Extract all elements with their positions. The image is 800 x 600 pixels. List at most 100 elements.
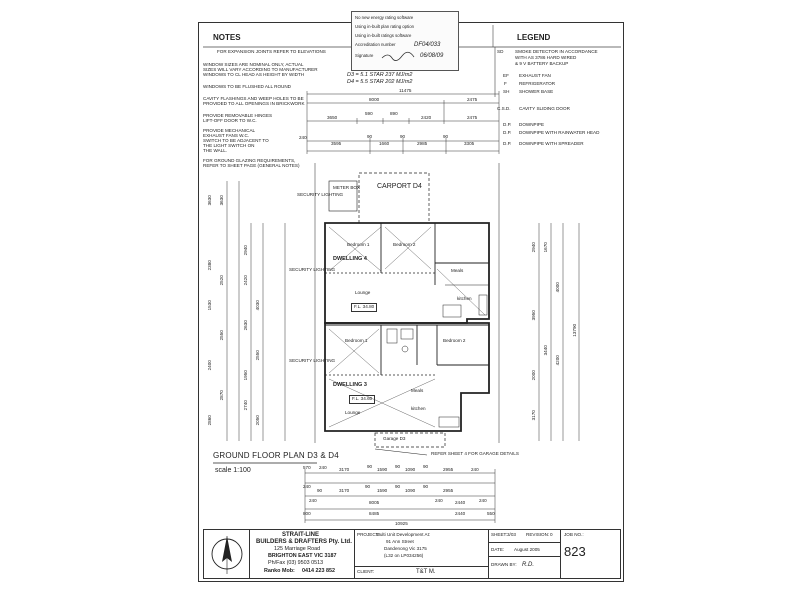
room-garage-d3: Garage D3 <box>383 436 406 441</box>
project-line-3: Dandenong Vic 3175 <box>384 546 427 551</box>
notes-mech-5: THE WALL. <box>203 148 228 153</box>
plan-title-underline <box>213 448 428 464</box>
dim-top-1660: 1660 <box>379 141 390 146</box>
revision-label: REVISION: <box>526 532 550 537</box>
date-value: August 2005 <box>514 547 540 552</box>
floor-level-d3: F.L. 34.60 <box>349 395 376 404</box>
dim-top-3595: 3595 <box>331 141 342 146</box>
notes-hinges-2: LIFT-OFF DOOR TO W.C. <box>203 118 257 123</box>
notes-mech-1: PROVIDE MECHANICAL <box>203 128 256 133</box>
tb-divider-2 <box>354 566 488 567</box>
company-name-2: BUILDERS & DRAFTERS Pty. Ltd. <box>256 539 352 545</box>
dim-bot-r3-1: 8005 <box>369 500 380 505</box>
legend-dps: DOWNPIPE WITH SPREADER <box>519 141 584 146</box>
stamp-line-1: No new energy rating software <box>355 15 414 20</box>
title-block: STRAIT-LINE BUILDERS & DRAFTERS Pty. Ltd… <box>203 529 621 579</box>
plan-title: GROUND FLOOR PLAN D3 & D4 <box>213 451 339 460</box>
notes-hinges-1: PROVIDE REMOVABLE HINGES <box>203 113 273 118</box>
notes-mech-4: THE LIGHT SWITCH ON <box>203 143 255 148</box>
label-meter-box: METER BOX <box>333 185 361 190</box>
dim-bot-r2-2: 3170 <box>339 488 350 493</box>
top-dimension-lines <box>306 91 500 154</box>
legend-ref-code: F <box>504 81 507 86</box>
stamp-line-5: Signature <box>355 53 374 58</box>
legend-ref: REFRIGERATOR <box>519 81 556 86</box>
dim-top-2475b: 2475 <box>467 115 478 120</box>
dim-bot-r2-4: 1590 <box>377 488 388 493</box>
energy-rating-stamp: No new energy rating software Using in-b… <box>351 11 459 71</box>
legend-ef: EXHAUST FAN <box>519 73 551 78</box>
legend-heading: LEGEND <box>517 33 551 42</box>
room-kitchen-d3: kitchen <box>411 406 426 411</box>
legend-csd: CAVITY SLIDING DOOR <box>519 106 570 111</box>
label-security-lighting-mid: SECURITY LIGHTING <box>289 267 336 272</box>
notes-glazing-1: FOR GROUND GLAZING REQUIREMENTS, <box>203 158 296 163</box>
dim-bot-r2-0: 240 <box>303 484 311 489</box>
refer-garage-note: REFER SHEET 4 FOR GARAGE DETAILS <box>431 451 519 456</box>
notes-flushed: WINDOWS TO BE FLUSHED ALL ROUND <box>203 84 291 89</box>
legend-dp-code: D.P. <box>503 122 512 127</box>
legend-dpw-code: D.P. <box>503 130 512 135</box>
legend-sh-code: SH <box>503 89 510 94</box>
legend-csd-code: C.S.D. <box>497 106 511 111</box>
drawn-label: DRAWN BY: <box>491 562 517 567</box>
dim-bot-r2-1: 90 <box>317 488 323 493</box>
revision-value: 0 <box>550 532 553 537</box>
project-label: PROJECT: <box>357 532 380 537</box>
dim-top-overall: 11475 <box>399 88 412 93</box>
legend-dps-code: D.P. <box>503 141 512 146</box>
job-number: 823 <box>564 544 586 559</box>
dim-bot-r3-0: 240 <box>309 498 317 503</box>
dim-bot-r1-0: 570 <box>303 465 311 470</box>
notes-mech-2: EXHAUST FANS W.C. <box>203 133 250 138</box>
dim-bot-r1-7: 90 <box>423 464 429 469</box>
legend-smoke-3: & 9 V BATTERY BACKUP <box>515 61 569 66</box>
room-meals-d4: Meals <box>451 268 464 273</box>
dim-bot-r1-8: 2955 <box>443 467 454 472</box>
stamp-line-2: Using in-built plan rating option <box>355 24 414 29</box>
mobile-label: Ranko Mob: <box>264 568 295 574</box>
notes-glazing-2: REFER TO SHEET PAGE (GENERAL NOTES) <box>203 163 300 168</box>
label-security-lighting-low: SECURITY LIGHTING <box>289 358 336 363</box>
company-name-1: STRAIT-LINE <box>282 532 319 538</box>
dim-bot-r1-2: 3170 <box>339 467 350 472</box>
drawn-value: R.D. <box>522 562 534 568</box>
drawing-sheet: NOTES FOR EXPANSION JOINTS REFER TO ELEV… <box>198 11 624 582</box>
dim-bot-r1-5: 90 <box>395 464 401 469</box>
dim-bot-r4-3: 550 <box>487 511 495 516</box>
room-lounge-d3: Lounge <box>345 410 361 415</box>
dim-bot-r2-7: 90 <box>423 484 429 489</box>
tb-divider-5 <box>560 529 561 579</box>
notes-window-3: WINDOWS TO CL HEAD AS HEIGHT BY WIDTH <box>203 72 305 77</box>
notes-expansion: FOR EXPANSION JOINTS REFER TO ELEVATIONS <box>217 49 326 54</box>
room-carport-d4: CARPORT D4 <box>377 183 422 190</box>
stamp-line-4: Accreditation number <box>355 42 396 47</box>
dim-bot-r4-1: 8485 <box>369 511 380 516</box>
room-bedroom2-d4: Bedroom 2 <box>393 242 416 247</box>
plan-scale: scale 1:100 <box>215 467 251 474</box>
notes-window-2: SIZES WILL VARY ACCORDING TO MANUFACTURE… <box>203 67 318 72</box>
dim-top-240: 240 <box>299 135 307 140</box>
dim-bot-r2-3: 90 <box>365 484 371 489</box>
dim-bot-r1-6: 1090 <box>405 467 416 472</box>
room-kitchen-d4: kitchen <box>457 296 472 301</box>
sheet-label: SHEET: <box>491 532 508 537</box>
project-line-4: (L32 on LP034256) <box>384 553 424 558</box>
label-security-lighting-top: SECURITY LIGHTING <box>297 192 344 197</box>
floor-plan-drawing <box>226 163 580 448</box>
mobile-number: 0414 223 852 <box>302 568 335 574</box>
notes-window-1: WINDOW SIZES ARE NOMINAL ONLY, ACTUAL <box>203 62 304 67</box>
legend-smoke-code: SD <box>497 49 504 54</box>
dim-bot-r3-3: 2440 <box>455 500 466 505</box>
energy-line-2: D4 = 5.5 STAR 202 MJ/m2 <box>347 79 413 85</box>
bottom-dimension-lines <box>304 469 496 523</box>
dim-bot-r2-6: 1090 <box>405 488 416 493</box>
room-dwelling4: DWELLING 4 <box>333 256 367 262</box>
tb-divider-3 <box>488 529 489 579</box>
dim-top-3305: 3305 <box>464 141 475 146</box>
room-meals-d3: Meals <box>411 388 424 393</box>
dim-bot-r3-2: 240 <box>435 498 443 503</box>
room-bedroom1-d4: Bedroom 1 <box>347 242 370 247</box>
notes-cavity-2: PROVIDED TO ALL OPENINGS IN BRICKWORK <box>203 101 305 106</box>
stamp-line-3: Using in-built ratings software <box>355 33 412 38</box>
